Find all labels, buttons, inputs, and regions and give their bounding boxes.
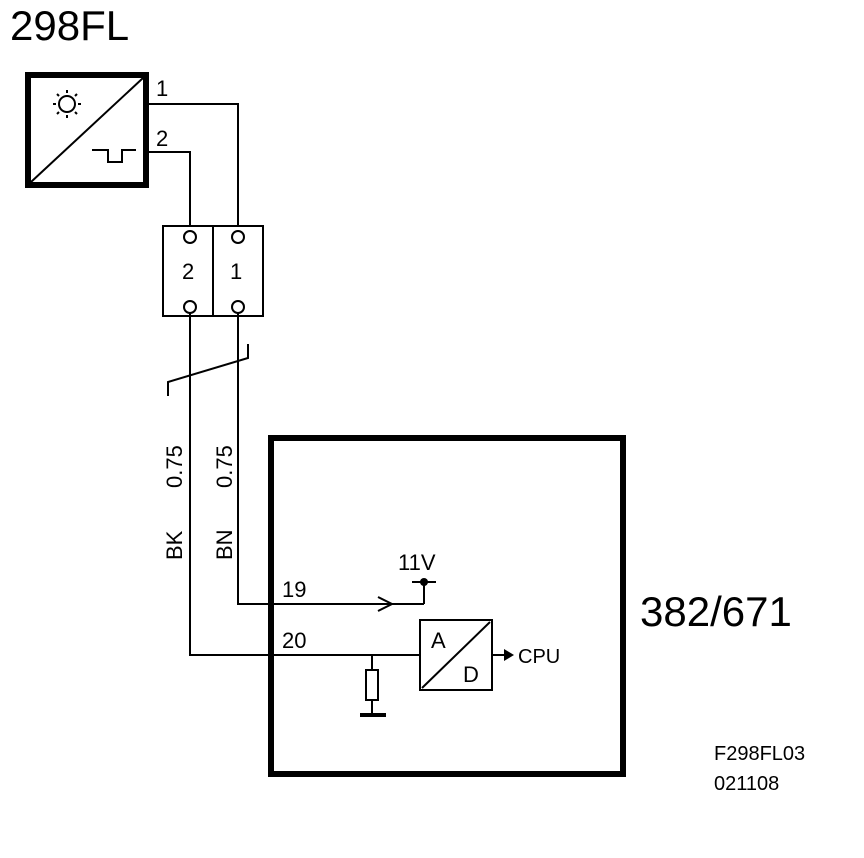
wire-sensor-pin2 [146,151,191,226]
wire-bk-color: BK [162,530,187,560]
wire-bk-labels: BK 0.75 [162,445,187,560]
module-id-label: 382/671 [640,588,792,635]
connector-pin-1-label: 1 [230,259,242,284]
resistor [365,669,379,701]
wire-bn-color: BN [212,529,237,560]
connector [162,225,264,317]
wire-bn-labels: BN 0.75 [212,445,237,560]
module-pin-19-label: 19 [282,577,306,602]
sensor-298fl [25,72,149,188]
cpu-label: CPU [518,646,560,668]
sun-sensor-icon [53,90,81,118]
sensor-pin-2-label: 2 [156,126,168,151]
pulse-signal-icon [92,149,136,163]
wire-bn [237,313,390,605]
adc-a-label: A [431,628,446,653]
control-module-box [268,435,626,777]
wire-bk [189,313,420,656]
figure-ref-code: F298FL03 [714,743,805,765]
voltage-label: 11V [398,550,436,575]
wire-bn-size: 0.75 [212,445,237,488]
module-pin-20-label: 20 [282,628,306,653]
wire-sensor-pin1 [146,103,239,226]
voltage-node [420,578,428,586]
wire-bk-size: 0.75 [162,445,187,488]
connector-pin-2-label: 2 [182,259,194,284]
sensor-id-label: 298FL [10,2,129,49]
twisted-pair-marker [167,344,249,396]
adc-d-label: D [463,662,479,687]
cpu-arrow-icon [504,649,514,661]
sensor-pin-1-label: 1 [156,76,168,101]
figure-ref-date: 021108 [714,773,779,795]
